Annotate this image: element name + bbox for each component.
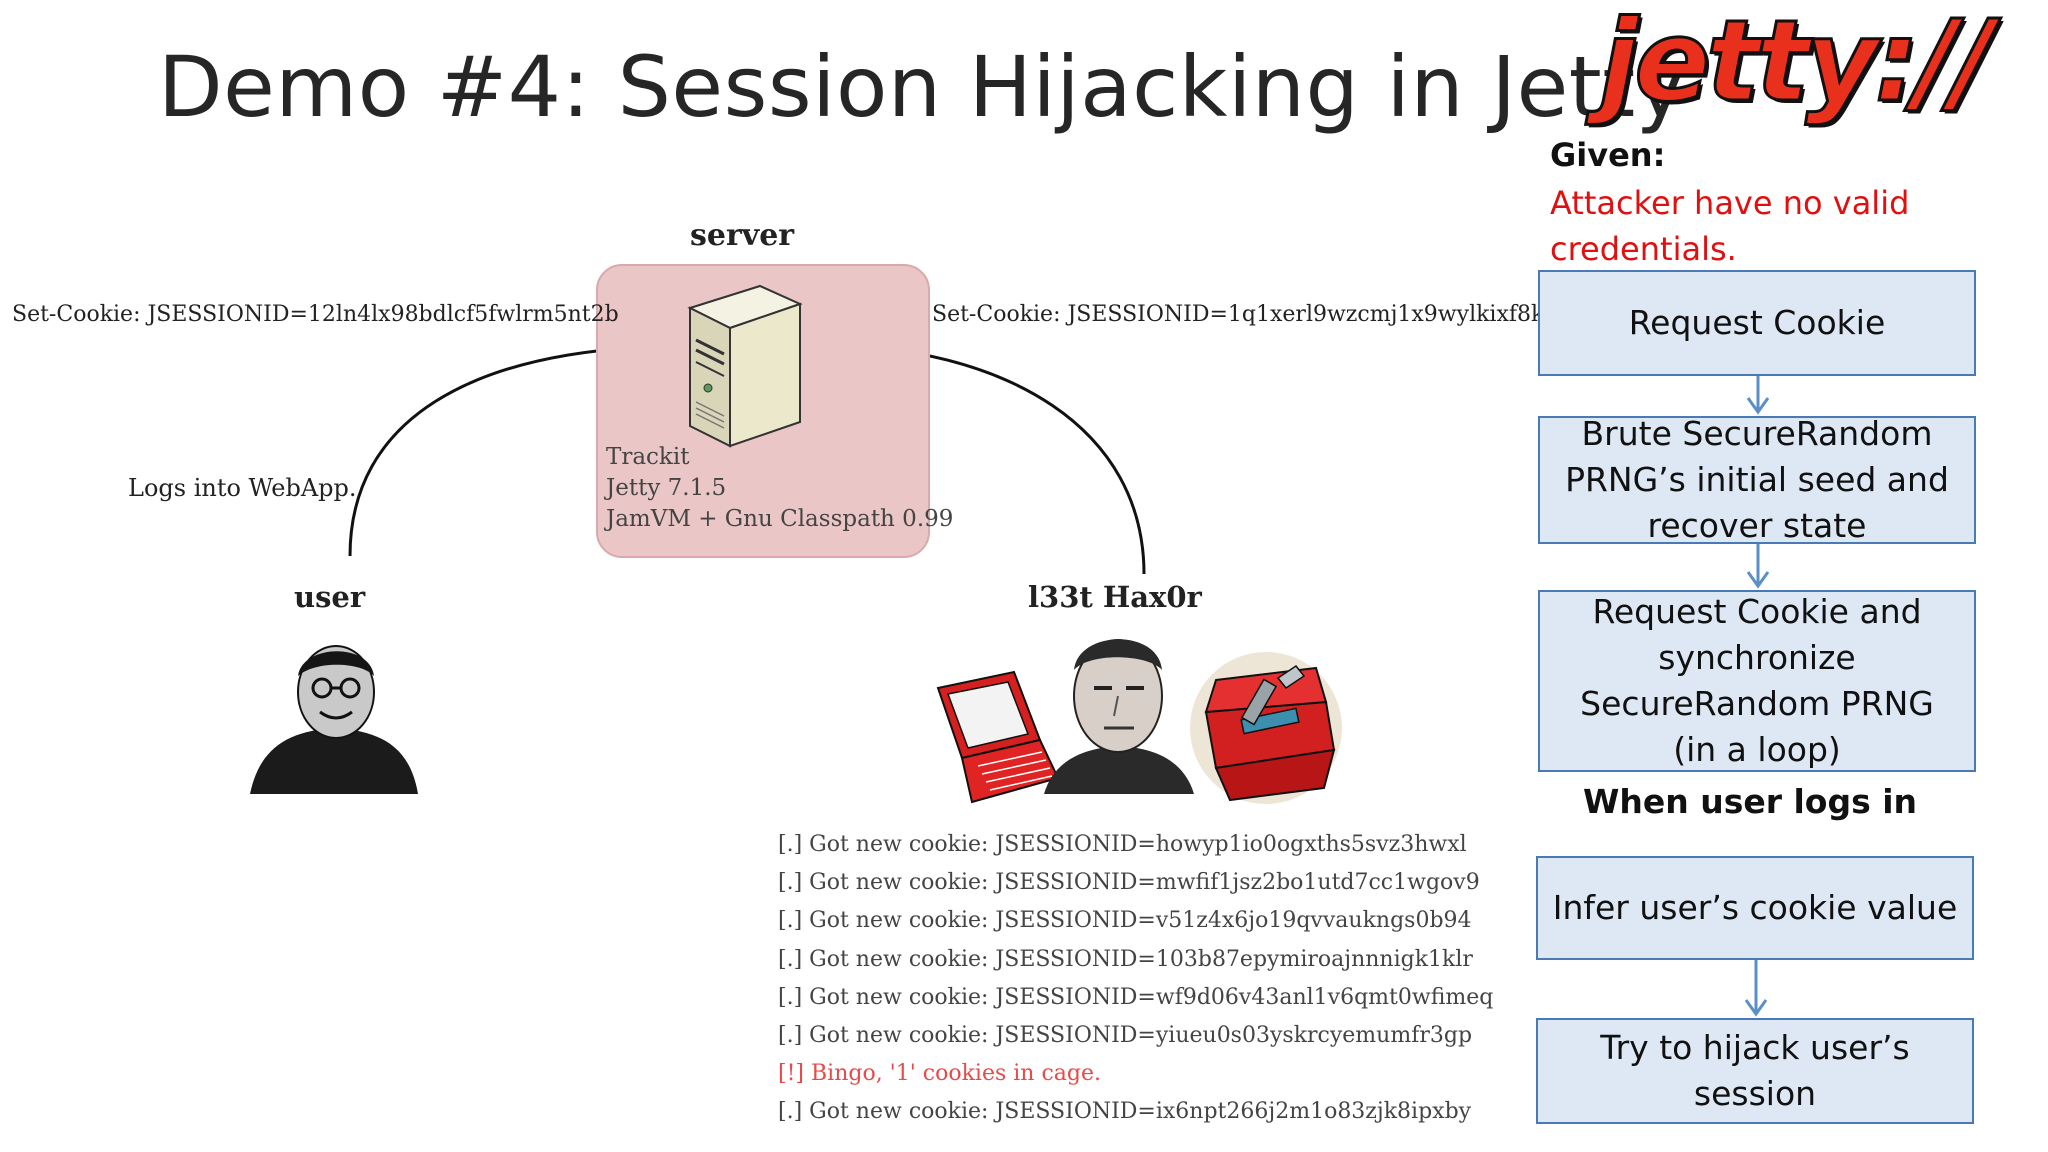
- server-details: Trackit Jetty 7.1.5 JamVM + Gnu Classpat…: [606, 442, 953, 535]
- when-user-logs-in-label: When user logs in: [1582, 782, 1918, 821]
- logs-into-label: Logs into WebApp.: [128, 474, 357, 502]
- user-to-server-arc: [348, 328, 678, 557]
- attacker-label: l33t Hax0r: [1028, 580, 1202, 614]
- flow-step-brute-seed: Brute SecureRandom PRNG’s initial seed a…: [1538, 414, 1976, 545]
- log-line: [.] Got new cookie: JSESSIONID=mwfif1jsz…: [778, 870, 1480, 896]
- server-container: Jetty 7.1.5: [606, 475, 727, 501]
- jetty-logo: jetty://: [1599, 0, 1995, 127]
- laptop-icon: [936, 670, 1060, 804]
- toolbox-icon: [1190, 652, 1342, 804]
- user-cookie-label: Set-Cookie: JSESSIONID=12ln4lx98bdlcf5fw…: [12, 302, 619, 327]
- log-line: [.] Got new cookie: JSESSIONID=v51z4x6jo…: [778, 908, 1472, 934]
- server-tower-icon: [687, 284, 803, 448]
- user-label: user: [294, 580, 366, 614]
- given-text: Attacker have no valid credentials.: [1550, 184, 1910, 268]
- flow-step-sync-prng: Request Cookie and synchronize SecureRan…: [1538, 590, 1976, 772]
- server-label: server: [690, 218, 795, 253]
- slide-title: Demo #4: Session Hijacking in Jetty: [158, 38, 1686, 136]
- flow-step-request-cookie: Request Cookie: [1538, 270, 1976, 376]
- flow-step-hijack-session: Try to hijack user’s session: [1536, 1018, 1974, 1124]
- given-label: Given:: [1550, 136, 1666, 174]
- server-app: Trackit: [606, 444, 690, 470]
- flow-arrow-head: [1746, 571, 1770, 589]
- log-line: [.] Got new cookie: JSESSIONID=wf9d06v43…: [778, 984, 1494, 1010]
- user-portrait-icon: [250, 645, 418, 794]
- log-alert-line: [!] Bingo, '1' cookies in cage.: [778, 1061, 1101, 1087]
- log-line: [.] Got new cookie: JSESSIONID=ix6npt266…: [778, 1099, 1472, 1125]
- flow-step-infer-cookie: Infer user’s cookie value: [1536, 856, 1974, 960]
- server-runtime: JamVM + Gnu Classpath 0.99: [606, 506, 954, 532]
- attacker-portrait-icon: [1044, 639, 1194, 794]
- flow-arrow-head: [1744, 999, 1768, 1017]
- flow-arrow-head: [1746, 397, 1770, 415]
- log-line: [.] Got new cookie: JSESSIONID=103b87epy…: [778, 946, 1473, 972]
- attack-log: [.] Got new cookie: JSESSIONID=howyp1io0…: [778, 826, 1493, 1132]
- attacker-cookie-label: Set-Cookie: JSESSIONID=1q1xerl9wzcmj1x9w…: [932, 302, 1558, 327]
- log-line: [.] Got new cookie: JSESSIONID=yiueu0s03…: [778, 1023, 1473, 1049]
- log-line: [.] Got new cookie: JSESSIONID=howyp1io0…: [778, 832, 1467, 857]
